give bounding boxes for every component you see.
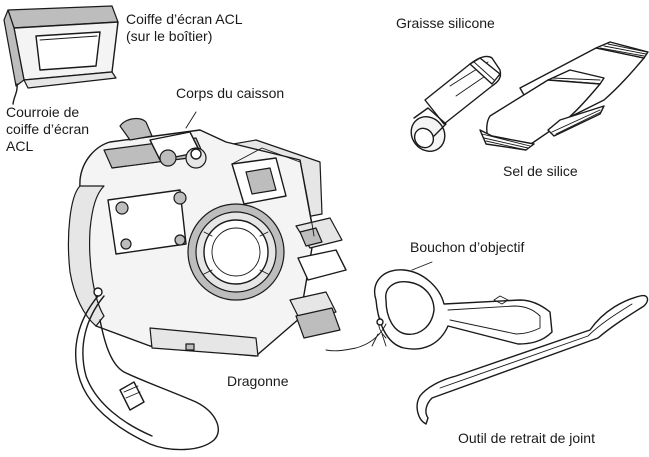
housing-body-label: Corps du caisson xyxy=(176,85,285,101)
seal-removal-tool-illustration xyxy=(416,294,649,425)
hood-strap-label-line-2: coiffe d’écran xyxy=(6,121,90,137)
lens-cap-label: Bouchon d’objectif xyxy=(410,239,525,255)
housing-leader-line xyxy=(185,111,197,129)
silica-gel-label: Sel de silice xyxy=(503,163,578,179)
wrist-strap-label: Dragonne xyxy=(227,373,289,389)
lcd-hood-label: Coiffe d’écran ACL (sur le boîtier) xyxy=(126,11,242,45)
seal-removal-tool-label: Outil de retrait de joint xyxy=(458,430,595,446)
hood-strap-illustration xyxy=(12,83,18,105)
lens-cap-leader-line xyxy=(411,261,433,271)
hood-strap-label: Courroie de coiffe d’écran ACL xyxy=(6,104,89,155)
silicone-grease-illustration xyxy=(410,55,502,152)
lens-cap-illustration xyxy=(325,269,553,352)
hood-strap-label-line-3: ACL xyxy=(6,138,34,154)
lcd-hood-label-line-1: Coiffe d’écran ACL xyxy=(126,11,243,27)
housing-body-illustration xyxy=(67,117,347,357)
silica-gel-illustration xyxy=(479,41,649,151)
hood-strap-label-line-1: Courroie de xyxy=(6,104,80,120)
lcd-hood-label-line-2: (sur le boîtier) xyxy=(126,28,213,44)
lcd-hood-illustration xyxy=(3,5,119,89)
wrist-strap-illustration xyxy=(74,295,219,451)
silicone-grease-label: Graisse silicone xyxy=(396,15,495,31)
